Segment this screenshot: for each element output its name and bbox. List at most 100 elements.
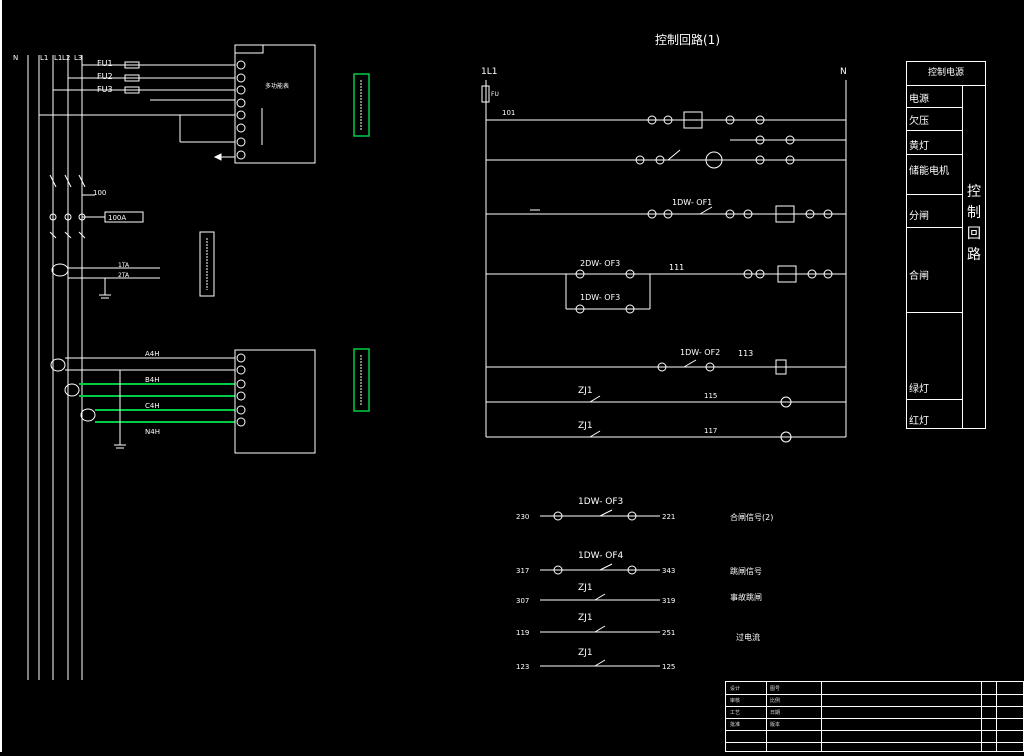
table-divider <box>907 194 962 195</box>
tb-col-line <box>766 682 767 752</box>
side-tag-3 <box>353 348 370 412</box>
ok1-label: 1DW- OF1 <box>672 198 712 207</box>
table-divider <box>907 227 962 228</box>
ct-section <box>51 263 160 299</box>
fuse-label-2: FU2 <box>97 72 113 81</box>
signal-row-4 <box>540 625 660 633</box>
ct-label-1: 1TA <box>118 262 130 269</box>
sig4-left: 119 <box>516 629 529 637</box>
tb-cell: 设计 <box>730 686 741 692</box>
ctrl-row-6 <box>486 395 846 408</box>
signal-row-2 <box>540 563 660 575</box>
fuse-label-1: FU1 <box>97 59 113 68</box>
cap-label: 100 <box>93 189 106 197</box>
sig4-right: 251 <box>662 629 675 637</box>
table-divider <box>907 154 962 155</box>
sig5-right: 125 <box>662 663 675 671</box>
sig3-label: 事故跳闸 <box>730 592 762 602</box>
tb-row-line <box>726 718 1023 719</box>
meter-box <box>234 44 316 164</box>
sig4-label: 过电流 <box>736 632 760 642</box>
table-row-yellow: 黄灯 <box>909 141 929 152</box>
busbars <box>27 55 83 680</box>
zj1a-label: ZJ1 <box>578 386 593 396</box>
bus-label-l3: L3 <box>74 54 82 62</box>
n115-label: 115 <box>704 392 717 400</box>
sig3-right: 319 <box>662 597 675 605</box>
tb-row-line <box>726 730 1023 731</box>
cable-label-b: B4H <box>145 376 160 384</box>
sig1-mid: 1DW- OF3 <box>578 497 623 507</box>
lower-ct-branch <box>50 357 235 449</box>
cable-label-a: A4H <box>145 350 160 358</box>
tb-col-line <box>996 682 997 752</box>
bus-label-n: N <box>13 54 18 62</box>
sig3-mid: ZJ1 <box>578 583 593 593</box>
sig2-mid: 1DW- OF4 <box>578 551 624 561</box>
table-vertical-label: 控制回路 <box>965 182 983 266</box>
table-row-open: 分闸 <box>909 211 929 222</box>
cable-label-c: C4H <box>145 402 160 410</box>
tb-cell: 图号 <box>770 686 781 692</box>
tb-row-line <box>726 742 1023 743</box>
ok4-label: 1DW- OF2 <box>680 348 720 357</box>
title-block: 设计 图号 审核 比例 工艺 日期 批准 版本 <box>725 681 1024 752</box>
tb-cell: 审核 <box>730 698 741 704</box>
top-left-label: 1L1 <box>481 67 497 77</box>
n111-label: 111 <box>669 263 684 272</box>
ctrl-row-7 <box>486 430 846 443</box>
sig2-label: 跳闸信号 <box>730 566 762 576</box>
ctrl-row-4 <box>486 265 846 314</box>
tb-col-line <box>981 682 982 752</box>
table-divider <box>907 130 962 131</box>
row-label-101: 101 <box>502 109 515 117</box>
tb-row-line <box>726 706 1023 707</box>
control-table-header: 控制电源 <box>907 62 985 86</box>
tb-col-line <box>821 682 822 752</box>
ok2-label: 2DW- OF3 <box>580 259 620 268</box>
table-row-undervoltage: 欠压 <box>909 116 929 127</box>
tb-cell: 版本 <box>770 722 781 728</box>
sig1-left: 230 <box>516 513 529 521</box>
sig4-mid: ZJ1 <box>578 613 593 623</box>
n113-label: 113 <box>738 349 753 358</box>
tb-row-line <box>726 694 1023 695</box>
signal-row-5 <box>540 659 660 667</box>
table-row-close: 合闸 <box>909 271 929 282</box>
signal-row-1 <box>540 509 660 521</box>
table-divider <box>907 107 962 108</box>
fuse-lines <box>39 61 235 161</box>
signal-row-3 <box>540 593 660 601</box>
sig2-left: 317 <box>516 567 529 575</box>
n117-label: 117 <box>704 427 717 435</box>
sig2-right: 343 <box>662 567 675 575</box>
table-row-green: 绿灯 <box>909 384 929 395</box>
fuse-label-3: FU3 <box>97 85 113 94</box>
tb-cell: 批准 <box>730 722 741 728</box>
side-tag-2 <box>199 231 215 297</box>
sig1-right: 221 <box>662 513 675 521</box>
table-divider <box>907 399 962 400</box>
table-row-red: 红灯 <box>909 416 929 427</box>
tb-cell: 工艺 <box>730 710 741 716</box>
table-divider <box>907 312 962 313</box>
ct-label-2: 2TA <box>118 272 130 279</box>
ammeter-box <box>234 349 316 454</box>
ctrl-row-2 <box>486 135 846 169</box>
control-table-divider <box>962 85 963 428</box>
bus-label-l1a: L1 <box>40 54 48 62</box>
bus-label-l2: L2 <box>62 54 70 62</box>
breaker-label: 100A <box>108 214 126 222</box>
bus-label-l1b: L1 <box>54 54 62 62</box>
control-rails <box>481 80 847 437</box>
ctrl-row-5 <box>486 359 846 375</box>
circuit-title: 控制回路(1) <box>655 32 720 47</box>
ctrl-row-3 <box>486 205 846 223</box>
tb-cell: 比例 <box>770 698 781 704</box>
meter-box-label: 多功能表 <box>265 82 289 90</box>
table-row-motor: 储能电机 <box>909 166 949 177</box>
control-table: 控制电源 电源 欠压 黄灯 储能电机 分闸 合闸 绿灯 红灯 控制回路 <box>906 61 986 429</box>
ok3-label: 1DW- OF3 <box>580 293 620 302</box>
zj1b-label: ZJ1 <box>578 421 593 431</box>
